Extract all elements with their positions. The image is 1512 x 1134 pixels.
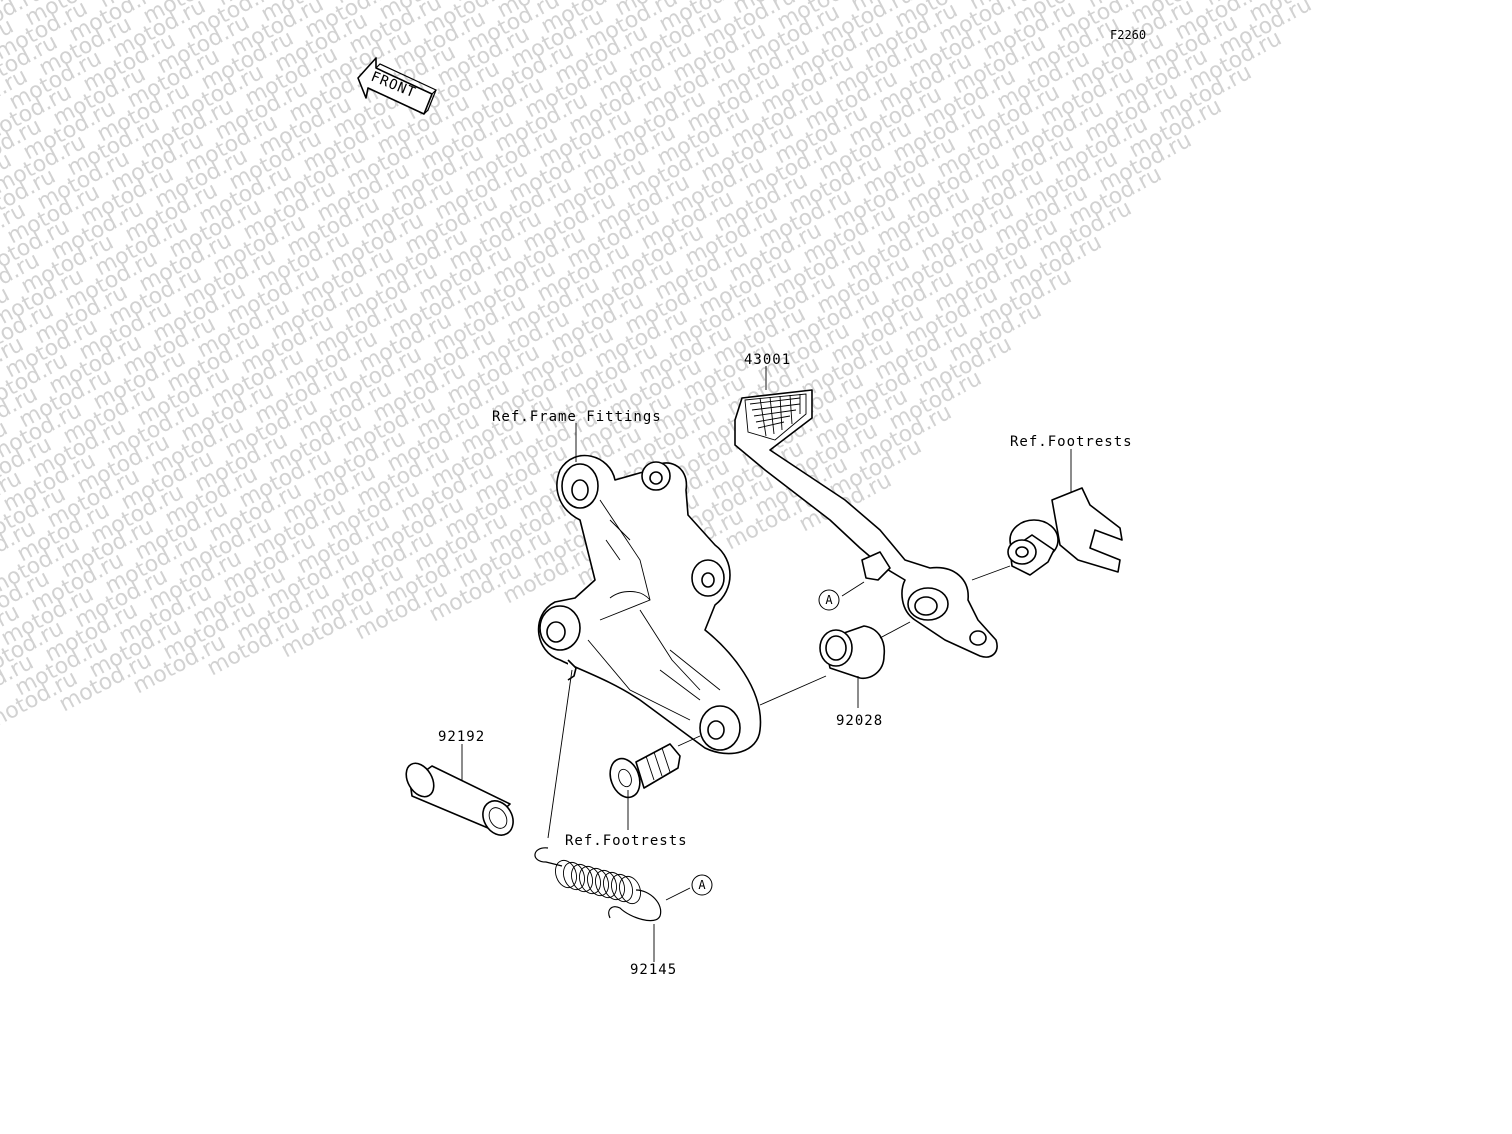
collar-92192 (405, 762, 514, 836)
callout-part-92192: 92192 (438, 729, 485, 745)
svg-text:A: A (698, 878, 706, 892)
callout-ref-footrests-right: Ref.Footrests (1010, 434, 1133, 450)
leader-lines (461, 366, 1072, 962)
bushing-92028 (819, 625, 886, 680)
marker-a-upper: A (818, 589, 840, 611)
bolt (609, 743, 681, 799)
brake-pedal (734, 389, 998, 658)
callout-part-92028: 92028 (836, 713, 883, 729)
svg-text:A: A (825, 593, 833, 607)
marker-a-lower: A (691, 874, 713, 896)
callout-part-92145: 92145 (630, 962, 677, 978)
callout-ref-footrests-bottom: Ref.Footrests (565, 833, 688, 849)
figure-code: F2260 (1110, 28, 1146, 42)
callout-labels: Ref.Frame Fittings 43001 Ref.Footrests 9… (438, 352, 1133, 978)
callout-part-43001: 43001 (744, 352, 791, 368)
brake-pedal-bracket (537, 454, 762, 755)
footrest-mount (1007, 487, 1123, 576)
spring-92145 (534, 847, 662, 922)
callout-ref-frame-fittings: Ref.Frame Fittings (492, 409, 662, 425)
watermark-layer: motod.rumotod.rumotod.rumotod.rumotod.ru… (0, 0, 1346, 735)
